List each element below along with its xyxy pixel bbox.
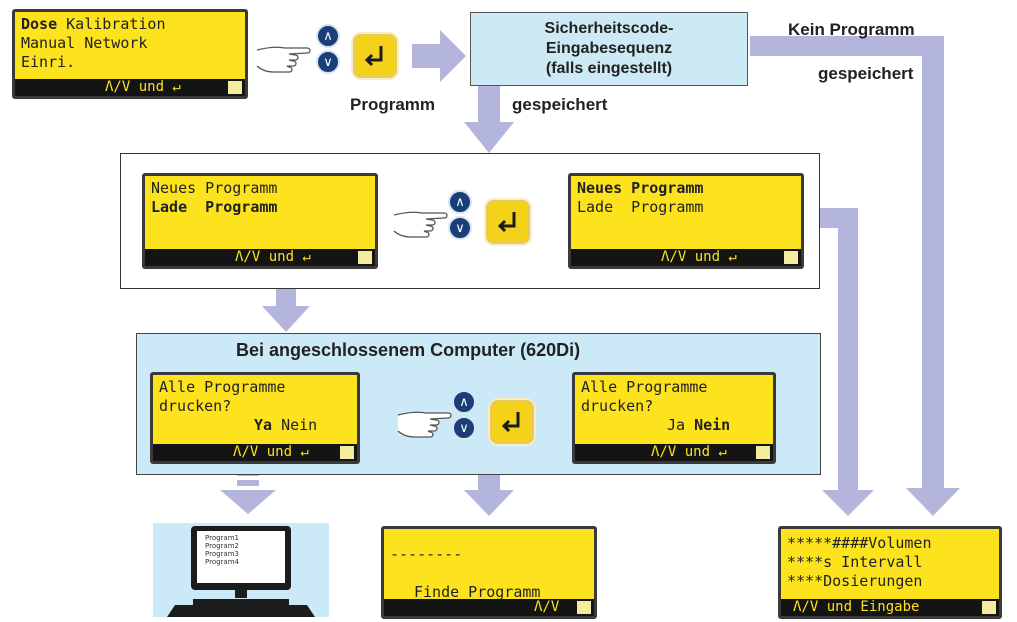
- arrow-panel-down: [262, 268, 310, 332]
- lcd-prog-lade-bar: Λ/V und ↵: [145, 249, 375, 266]
- security-line1: Sicherheitscode-: [544, 20, 674, 37]
- enter-button-1[interactable]: [353, 34, 397, 78]
- lcd-prog-lade-text: Neues Programm Lade Programm: [151, 179, 278, 216]
- pointing-hand-icon: [393, 211, 448, 238]
- label-programm: Programm: [350, 95, 436, 114]
- enter-button-2[interactable]: [486, 200, 530, 244]
- label-gespeichert-right: gespeichert: [818, 64, 914, 83]
- lcd-print-nein: Alle Programme drucken? Ja Nein Λ/V und …: [572, 372, 776, 464]
- up-arrow-icon[interactable]: ∧: [452, 390, 476, 414]
- arrow-print-right-down: [464, 470, 514, 516]
- monitor-program-list: Program1 Program2 Program3 Program4: [205, 534, 239, 566]
- lcd-print-nein-text: Alle Programme drucken? Ja Nein: [581, 378, 731, 434]
- lcd-find-program: -------- Finde Programm Λ/V: [381, 526, 597, 619]
- lcd-print-nein-bar: Λ/V und ↵: [575, 444, 773, 461]
- lcd-volume-text: *****####Volumen ****s Intervall ****Dos…: [787, 534, 932, 590]
- label-gespeichert-mid: gespeichert: [512, 95, 608, 114]
- arrow-to-security: [412, 30, 466, 82]
- lcd-print-ya: Alle Programme drucken? Ya Nein Λ/V und …: [150, 372, 360, 464]
- lcd-volume-bar: Λ/V und Eingabe: [781, 599, 999, 616]
- down-arrow-icon[interactable]: ∨: [316, 50, 340, 74]
- lcd-main-menu: Dose Kalibration Manual Network Einri. Λ…: [12, 9, 248, 99]
- lcd-main-menu-text: Dose Kalibration Manual Network Einri.: [21, 15, 166, 71]
- security-line3: (falls eingestellt): [545, 60, 673, 77]
- lcd-find-program-bar: Λ/V: [384, 599, 594, 616]
- up-arrow-icon[interactable]: ∧: [448, 190, 472, 214]
- enter-icon: [364, 46, 383, 67]
- lcd-prog-neues-bar: Λ/V und ↵: [571, 249, 801, 266]
- down-arrow-icon[interactable]: ∨: [452, 416, 476, 440]
- security-code-box: Sicherheitscode- Eingabesequenz (falls e…: [470, 12, 748, 86]
- arrow-kein-line: [750, 36, 960, 516]
- down-arrow-icon[interactable]: ∨: [448, 216, 472, 240]
- label-kein-programm: Kein Programm: [788, 20, 915, 39]
- lcd-find-program-text: -------- Finde Programm: [390, 545, 541, 601]
- arrow-security-down: [464, 84, 514, 153]
- lcd-prog-neues-text: Neues Programm Lade Programm: [577, 179, 704, 216]
- arrow-print-left-dash2: [237, 480, 259, 486]
- arrow-neues-line: [812, 208, 874, 516]
- enter-icon: [497, 212, 516, 233]
- lcd-volume: *****####Volumen ****s Intervall ****Dos…: [778, 526, 1002, 619]
- up-down-buttons-1[interactable]: ∧ ∨: [316, 24, 342, 76]
- up-arrow-icon[interactable]: ∧: [316, 24, 340, 48]
- security-line2: Eingabesequenz: [545, 40, 673, 57]
- lcd-print-ya-text: Alle Programme drucken? Ya Nein: [159, 378, 318, 434]
- lcd-print-ya-bar: Λ/V und ↵: [153, 444, 357, 461]
- pointing-hand-icon: [256, 46, 311, 73]
- lcd-prog-lade: Neues Programm Lade Programm Λ/V und ↵: [142, 173, 378, 269]
- up-down-buttons-2[interactable]: ∧ ∨: [448, 190, 474, 242]
- up-down-buttons-3[interactable]: ∧ ∨: [452, 390, 478, 442]
- lcd-main-menu-bar: Λ/V und ↵: [15, 79, 245, 96]
- computer-monitor-icon: Program1 Program2 Program3 Program4: [153, 523, 329, 617]
- arrow-print-left-head: [220, 490, 276, 514]
- computer-panel-title: Bei angeschlossenem Computer (620Di): [236, 340, 581, 360]
- enter-button-3[interactable]: [490, 400, 534, 444]
- pointing-hand-icon: [397, 411, 452, 438]
- lcd-prog-neues: Neues Programm Lade Programm Λ/V und ↵: [568, 173, 804, 269]
- enter-icon: [501, 412, 520, 433]
